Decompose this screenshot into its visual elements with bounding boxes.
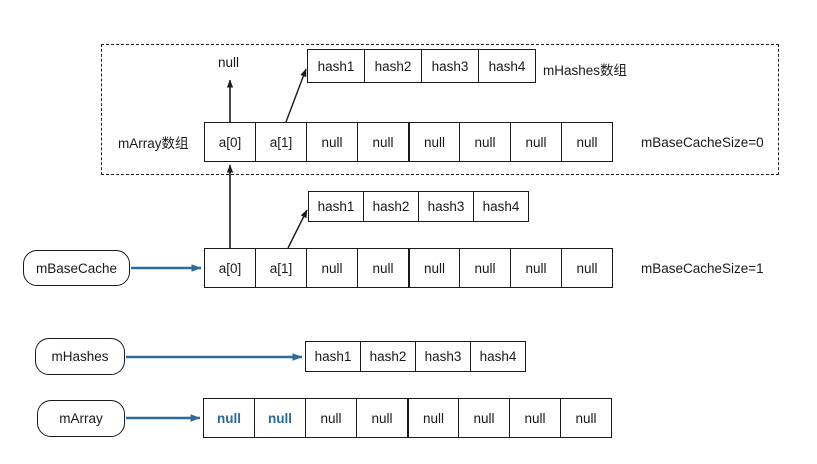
mHashes-box[interactable]: mHashes <box>35 338 125 375</box>
array-cell: null <box>407 398 459 438</box>
mHashes-array-cached-1: hash1 hash2 hash3 hash4 <box>308 191 529 222</box>
array-cell: null <box>306 248 358 288</box>
array-cell: null <box>357 122 409 162</box>
mHashes-array-live: hash1 hash2 hash3 hash4 <box>305 341 526 372</box>
array-cell: null <box>305 398 357 438</box>
mArray-array-cached-1: a[0] a[1] null null null null null null <box>204 248 613 288</box>
null-pointer-label: null <box>218 55 240 70</box>
mBaseCache-box[interactable]: mBaseCache <box>23 250 130 286</box>
hash-cell: hash4 <box>470 341 526 372</box>
array-cell: null <box>561 122 613 162</box>
base-cache-slot-0-dashed-group <box>101 44 779 175</box>
array-cell: null <box>356 398 408 438</box>
hash-cell: hash3 <box>415 341 471 372</box>
array-cell: null <box>459 122 511 162</box>
array-cell: a[1] <box>255 248 307 288</box>
hash-cell: hash2 <box>360 341 416 372</box>
hash-cell: hash1 <box>307 49 365 83</box>
array-cell: null <box>408 122 460 162</box>
base-cache-size-0-note: mBaseCacheSize=0 <box>641 135 764 150</box>
hash-cell: hash3 <box>421 49 479 83</box>
array-cell: null <box>203 398 255 438</box>
mArray-box[interactable]: mArray <box>37 400 125 437</box>
array-cell: null <box>510 248 562 288</box>
array-cell: null <box>306 122 358 162</box>
array-cell: null <box>357 248 409 288</box>
array-cell: null <box>459 248 511 288</box>
array-cell: null <box>510 122 562 162</box>
mArray-array-cached-0: a[0] a[1] null null null null null null <box>204 122 613 162</box>
array-cell: null <box>560 398 612 438</box>
mHashes-array-cached-0: hash1 hash2 hash3 hash4 <box>307 49 536 83</box>
array-cell: a[0] <box>204 248 256 288</box>
hash-cell: hash1 <box>308 191 364 222</box>
array-cell: a[1] <box>255 122 307 162</box>
mArray-array-live: null null null null null null null null <box>203 398 612 438</box>
array-cell: null <box>408 248 460 288</box>
arrow-a1-to-hashes-cached-1 <box>287 209 308 249</box>
hash-cell: hash4 <box>478 49 536 83</box>
array-cell: null <box>254 398 306 438</box>
hash-cell: hash2 <box>363 191 419 222</box>
array-cell: null <box>561 248 613 288</box>
hash-cell: hash2 <box>364 49 422 83</box>
array-cell: a[0] <box>204 122 256 162</box>
array-cell: null <box>458 398 510 438</box>
array-cell: null <box>509 398 561 438</box>
base-cache-size-1-note: mBaseCacheSize=1 <box>641 261 764 276</box>
hash-cell: hash3 <box>418 191 474 222</box>
hash-cell: hash1 <box>305 341 361 372</box>
hash-cell: hash4 <box>473 191 529 222</box>
mHashes-array-label: mHashes数组 <box>543 63 628 78</box>
mArray-array-label: mArray数组 <box>118 136 189 151</box>
